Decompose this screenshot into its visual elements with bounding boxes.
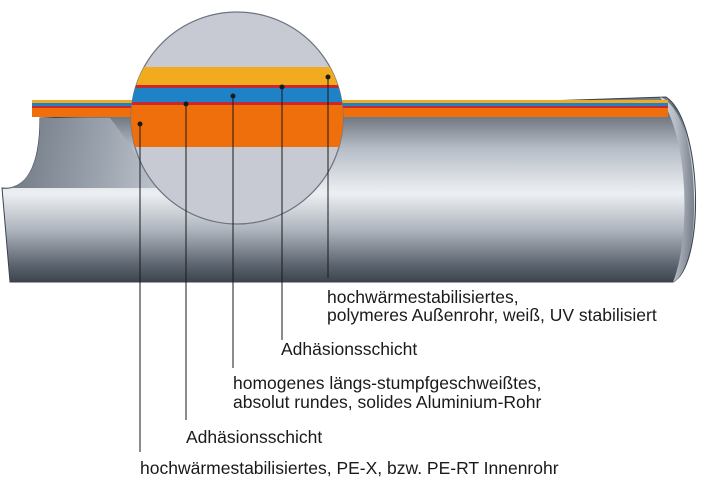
strip-aluminium-layer xyxy=(32,103,668,106)
leader-dot-outer-pipe xyxy=(325,74,331,80)
magnified-adhesion-inner xyxy=(131,102,343,105)
pipe-end-cap xyxy=(660,97,695,282)
magnified-adhesion-outer xyxy=(131,85,343,88)
magnified-outer-pipe xyxy=(131,67,343,85)
label-adhesion-outer: Adhäsionsschicht xyxy=(281,339,418,359)
magnified-aluminium xyxy=(131,88,343,102)
magnified-inner-pipe xyxy=(131,105,343,147)
label-aluminium-line1: homogenes längs-stumpfgeschweißtes, xyxy=(233,373,542,393)
leader-dot-inner-pipe xyxy=(137,121,143,127)
label-aluminium-line2: absolut rundes, solides Aluminium-Rohr xyxy=(233,392,542,412)
leader-dot-adhesion-outer xyxy=(279,84,285,90)
layer-strip xyxy=(32,100,668,117)
magnified-layers xyxy=(131,67,343,147)
pipe-inner-surface xyxy=(2,118,170,188)
leader-dot-aluminium xyxy=(230,93,236,99)
label-inner-pipe: hochwärmestabilisiertes, PE-X, bzw. PE-R… xyxy=(140,458,559,478)
strip-outer-layer xyxy=(32,100,668,103)
strip-inner-layer xyxy=(32,108,668,117)
leader-dot-adhesion-inner xyxy=(183,101,189,107)
strip-adhesion-layer xyxy=(32,106,668,108)
label-adhesion-inner: Adhäsionsschicht xyxy=(186,427,323,447)
label-outer-pipe-line2: polymeres Außenrohr, weiß, UV stabilisie… xyxy=(327,305,657,325)
label-outer-pipe-line1: hochwärmestabilisiertes, xyxy=(327,287,519,307)
